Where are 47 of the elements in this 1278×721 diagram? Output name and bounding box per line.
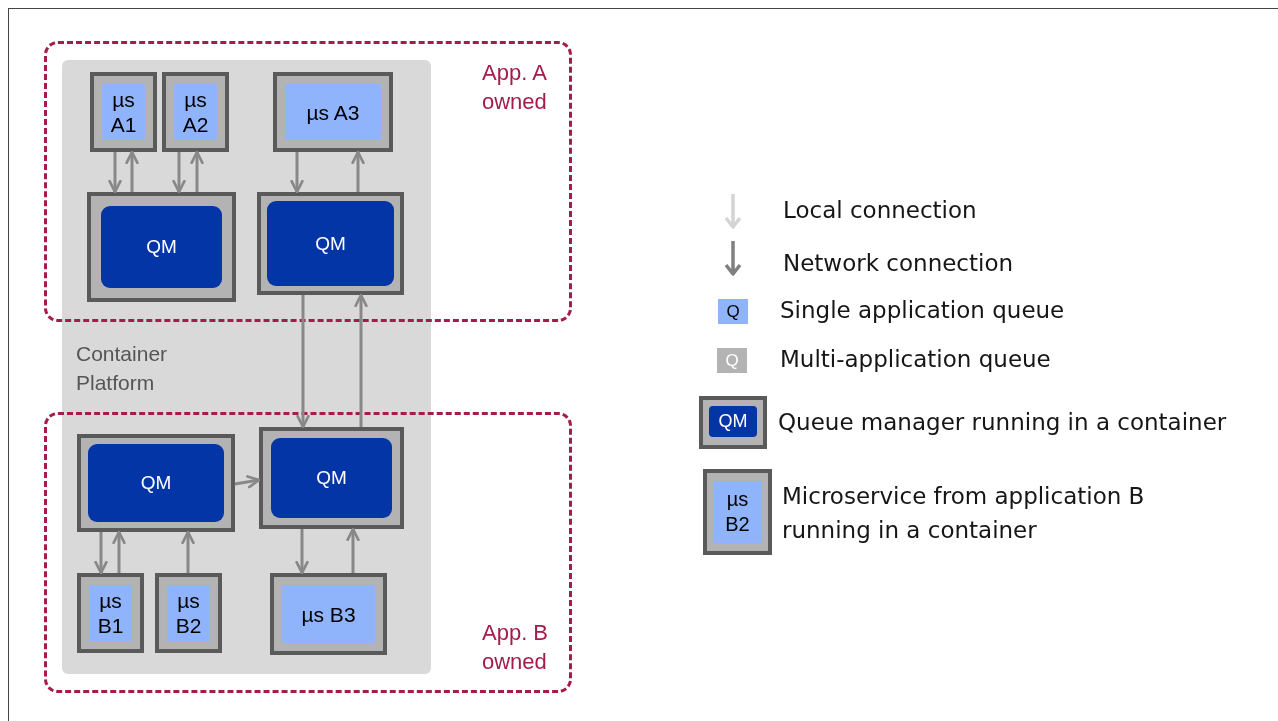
arrow [172, 152, 186, 194]
platform-label: Container Platform [76, 341, 169, 396]
legend-text: Multi-application queue [780, 345, 1051, 374]
container-box [162, 72, 229, 152]
arrow [94, 532, 108, 575]
sample-label: µs B2 [713, 481, 762, 543]
legend-text: Queue manager running in a container [778, 408, 1227, 437]
container-box [273, 72, 393, 152]
microservice-box: µs A2 [174, 84, 217, 140]
legend-text: Single application queue [780, 296, 1065, 325]
container-box [90, 72, 157, 152]
microservice-box: µs A3 [285, 84, 381, 140]
region-label: App. B owned [482, 619, 550, 676]
container-box [87, 192, 236, 302]
microservice-box: µs B1 [89, 585, 132, 641]
arrow [125, 150, 139, 192]
queue-manager-box: QM [271, 438, 392, 518]
arrow [295, 529, 309, 575]
arrow [351, 150, 365, 192]
region-label: App. A owned [482, 59, 548, 116]
legend-text: Local connection [783, 196, 977, 225]
arrow [234, 475, 261, 489]
legend-text: Microservice from application B running in a container [782, 482, 1146, 545]
arrow [108, 152, 122, 194]
queue-manager-box: QM [88, 444, 224, 522]
arrow [346, 527, 360, 573]
arrow [354, 293, 368, 427]
queue-manager-box: QM [101, 206, 222, 288]
sample-label: QM [709, 406, 757, 437]
container-box [270, 573, 387, 655]
container-box [77, 573, 144, 653]
queue-manager-box: QM [267, 201, 394, 286]
legend-text: Network connection [783, 249, 1014, 278]
microservice-box: µs B3 [282, 585, 375, 643]
arrow [290, 152, 304, 194]
arrow [112, 530, 126, 573]
microservice-box: µs A1 [102, 84, 145, 140]
arrow [296, 295, 310, 429]
arrow [190, 150, 204, 192]
arrow [181, 530, 195, 573]
container-box [77, 434, 235, 532]
swatch-letter: Q [726, 301, 740, 322]
swatch-letter: Q [725, 350, 739, 371]
microservice-box: µs B2 [167, 585, 210, 641]
container-box [155, 573, 222, 653]
container-box [257, 192, 404, 295]
container-box [259, 427, 404, 529]
